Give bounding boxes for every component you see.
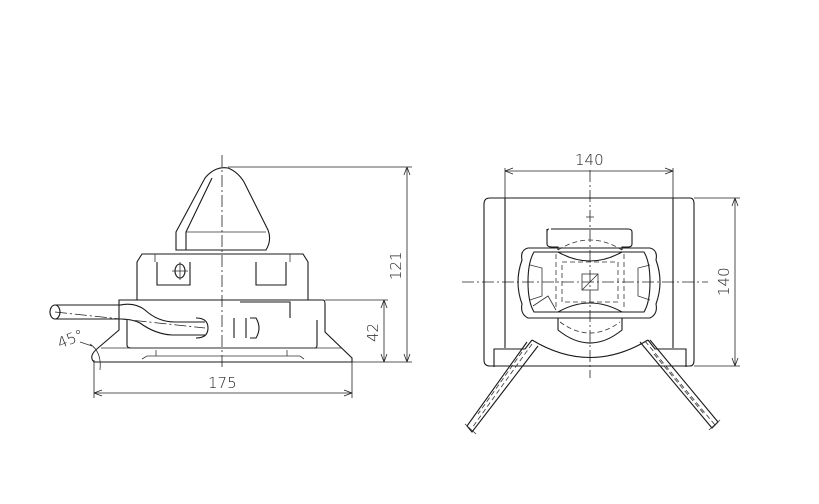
height-dimension-label: 121 [387,251,405,280]
width-dimension-label: 175 [208,374,237,392]
top-view: 140 140 [462,151,740,435]
side-view: 45° 175 121 42 [49,155,412,398]
top-depth-dimension-label: 140 [715,267,733,296]
top-width-dimension-label: 140 [575,151,604,169]
angle-label: 45° [55,326,86,353]
left-handle [464,341,539,435]
right-handle [639,339,721,431]
base-height-dimension-label: 42 [364,323,382,342]
